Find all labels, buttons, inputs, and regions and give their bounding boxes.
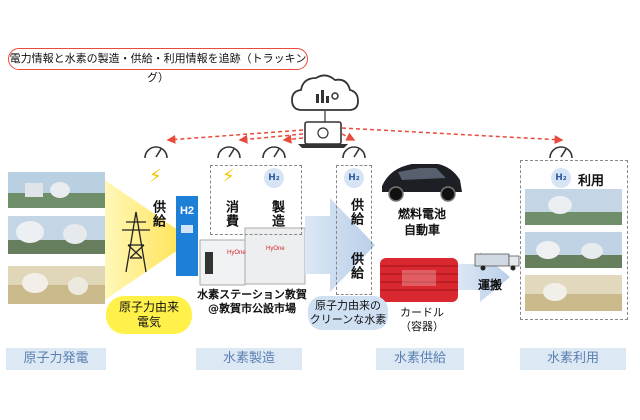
hydrogen-station-illustration xyxy=(176,196,306,286)
tracking-banner: 電力情報と水素の製造・供給・利用情報を追跡（トラッキング） xyxy=(8,48,308,84)
curdle-container-icon xyxy=(380,258,458,302)
usage-label: 利用 xyxy=(578,174,605,189)
truck-icon xyxy=(474,253,520,271)
h2-station-sign: H2 xyxy=(179,205,195,217)
stage-hydrogen-usage: 水素利用 xyxy=(520,348,626,370)
nuclear-plant-photos xyxy=(8,172,105,304)
transport-arrow xyxy=(458,252,510,302)
station-brand-1: HyOne xyxy=(227,250,246,256)
usage-info-box xyxy=(520,160,628,320)
power-flow-glow xyxy=(105,180,178,300)
hydrogen-station-line2: @敦賀市公設市場 xyxy=(208,302,296,315)
fcv-label-line2: 自動車 xyxy=(403,223,440,237)
supply-label: 供給 xyxy=(348,198,363,226)
tracking-arrows xyxy=(166,127,564,145)
stage-nuclear-power: 原子力発電 xyxy=(6,348,106,370)
nuclear-power-label: 原子力由来 電気 xyxy=(106,296,192,334)
fuel-cell-car-icon xyxy=(382,164,462,202)
laptop-icon xyxy=(298,121,348,148)
supply-info-box xyxy=(336,165,372,295)
clean-hydrogen-label: 原子力由来の クリーンな水素 xyxy=(308,296,388,330)
hydrogen-station-line1: 水素ステーション敦賀 xyxy=(197,288,307,301)
transport-label: 運搬 xyxy=(478,278,503,292)
curdle-label: カードル （容器） xyxy=(392,306,452,334)
stage-hydrogen-supply: 水素供給 xyxy=(376,348,464,370)
fcv-label: 燃料電池 自動車 xyxy=(392,206,452,238)
lightning-icon: ⚡ xyxy=(222,166,235,187)
production-info-box xyxy=(210,165,302,235)
h2-badge: H₂ xyxy=(264,168,284,188)
usage-plant-photos xyxy=(525,189,622,311)
h2-badge: H₂ xyxy=(344,168,364,188)
nuclear-power-line1: 原子力由来 xyxy=(118,300,179,314)
hydrogen-flow-arrow xyxy=(305,198,375,292)
power-tower-icon xyxy=(122,211,150,273)
supply-label: 供給 xyxy=(150,200,165,228)
clean-hydrogen-line1: 原子力由来の xyxy=(315,299,381,312)
curdle-label-line1: カードル xyxy=(400,306,444,319)
hydrogen-station-label: 水素ステーション敦賀 @敦賀市公設市場 xyxy=(192,288,312,316)
consume-label: 消費 xyxy=(223,200,238,228)
station-brand-2: HyOne xyxy=(266,246,285,252)
stage-hydrogen-production: 水素製造 xyxy=(196,348,302,370)
supply-label: 供給 xyxy=(348,252,363,280)
curdle-label-line2: （容器） xyxy=(400,320,444,333)
nuclear-power-line2: 電気 xyxy=(136,315,161,329)
fcv-label-line1: 燃料電池 xyxy=(397,207,446,221)
clean-hydrogen-line2: クリーンな水素 xyxy=(309,313,387,326)
gauge-icon xyxy=(144,146,573,159)
cloud-icon xyxy=(291,74,359,111)
h2-badge: H₂ xyxy=(551,168,571,188)
lightning-icon: ⚡ xyxy=(149,166,162,187)
produce-label: 製造 xyxy=(269,200,284,228)
tracking-banner-text: 電力情報と水素の製造・供給・利用情報を追跡（トラッキング） xyxy=(9,52,307,84)
